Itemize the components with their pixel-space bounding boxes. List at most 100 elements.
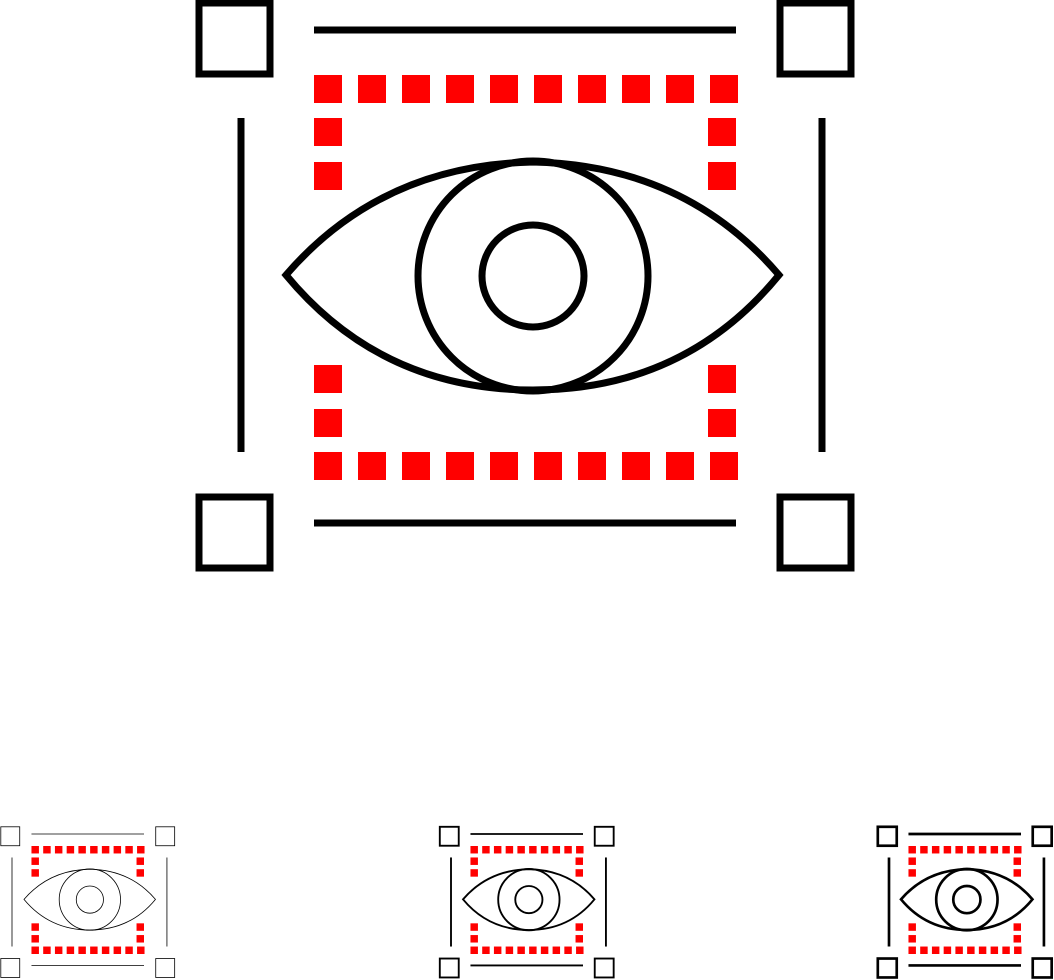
corner-square	[0, 958, 21, 978]
eye-iris	[934, 867, 999, 932]
corner-square	[876, 957, 899, 979]
eye-scan-icon	[438, 825, 615, 979]
scan-dash	[314, 365, 342, 393]
eye-iris	[58, 868, 121, 931]
scan-dash	[113, 946, 122, 954]
scan-dash	[54, 946, 63, 954]
scan-dash	[90, 946, 98, 954]
scan-dash	[552, 946, 561, 954]
scan-dash	[540, 846, 549, 854]
scan-dash	[622, 75, 650, 103]
scan-dash	[978, 946, 987, 954]
scan-dash	[908, 923, 916, 931]
corner-square	[876, 825, 899, 848]
scan-dash	[666, 75, 694, 103]
scan-dash	[31, 923, 39, 931]
scan-dash	[564, 846, 572, 854]
scan-dash	[1002, 846, 1010, 854]
corner-square	[593, 957, 615, 979]
scan-dash	[708, 162, 736, 190]
scan-dash	[908, 857, 916, 865]
eye-scan-icon-large	[195, 0, 856, 572]
scan-dash	[534, 75, 562, 103]
scan-dash	[576, 946, 584, 954]
eye-outline	[899, 867, 1035, 932]
scan-dash	[490, 452, 518, 480]
scan-dash	[314, 118, 342, 146]
scan-dash	[470, 857, 478, 865]
eye-scan-icon-variant-regular	[438, 825, 615, 979]
eye-outline	[281, 158, 784, 394]
scan-dash	[990, 946, 999, 954]
scan-dash	[967, 946, 975, 954]
corner-square	[0, 826, 21, 847]
scan-dash	[446, 452, 474, 480]
scan-dash	[943, 946, 952, 954]
scan-dash	[54, 846, 63, 854]
scan-dash	[136, 923, 144, 931]
scan-dash	[137, 946, 145, 954]
scan-frame-dashes	[470, 846, 584, 954]
scan-dash	[490, 75, 518, 103]
eye-pupil	[514, 885, 544, 915]
scan-dash	[517, 946, 525, 954]
scan-frame-dashes	[314, 75, 738, 480]
scan-dash	[1013, 923, 1021, 931]
scan-dash	[955, 946, 963, 954]
eye-outline	[23, 868, 156, 931]
scan-dash	[470, 869, 478, 877]
scan-dash	[578, 75, 606, 103]
scan-dash	[470, 946, 478, 954]
scan-dash	[314, 162, 342, 190]
scan-dash	[482, 846, 490, 854]
eye-scan-icon-variant-bold	[876, 825, 1053, 979]
scan-frame-dashes	[908, 846, 1022, 954]
scan-dash	[470, 846, 478, 854]
scan-dash	[666, 452, 694, 480]
eye-scan-icon	[876, 825, 1053, 979]
scan-dash	[101, 946, 110, 954]
scan-dash	[125, 946, 133, 954]
scan-dash	[470, 935, 478, 943]
scan-dash	[575, 869, 583, 877]
scan-dash	[43, 846, 51, 854]
eye-iris	[497, 868, 561, 932]
scan-dash	[493, 846, 502, 854]
scan-dash	[576, 846, 584, 854]
scan-dash	[710, 452, 738, 480]
scan-dash	[908, 935, 916, 943]
scan-dash	[920, 846, 928, 854]
scan-dash	[908, 846, 916, 854]
corner-square	[776, 493, 855, 572]
scan-dash	[931, 846, 940, 854]
scan-dash	[908, 946, 916, 954]
scan-dash	[493, 946, 502, 954]
scan-dash	[1013, 869, 1021, 877]
corner-square	[593, 825, 615, 847]
scan-dash	[990, 846, 999, 854]
eye-outline	[461, 868, 596, 931]
eye-scan-icon	[0, 826, 176, 978]
scan-dash	[358, 452, 386, 480]
scan-dash	[967, 846, 975, 854]
scan-dash	[402, 75, 430, 103]
eye-scan-icon	[195, 0, 855, 572]
scan-dash	[31, 857, 39, 865]
scan-dash	[78, 846, 86, 854]
scan-dash	[402, 452, 430, 480]
corner-square	[195, 493, 274, 572]
scan-dash	[90, 846, 98, 854]
scan-dash	[710, 75, 738, 103]
scan-dash	[540, 946, 549, 954]
scan-dash	[314, 452, 342, 480]
scan-dash	[920, 946, 928, 954]
scan-dash	[564, 946, 572, 954]
scan-dash	[908, 869, 916, 877]
scan-dash	[931, 946, 940, 954]
scan-dash	[552, 846, 561, 854]
corner-square	[438, 957, 460, 979]
scan-dash	[66, 846, 75, 854]
scan-dash	[1002, 946, 1010, 954]
corner-square	[1031, 957, 1053, 979]
scan-dash	[578, 452, 606, 480]
